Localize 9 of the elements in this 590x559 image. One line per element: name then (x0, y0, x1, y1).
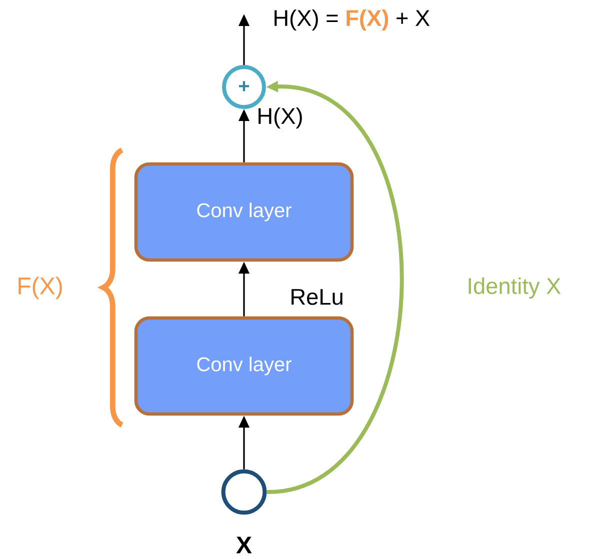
input-label: X (236, 536, 252, 554)
input-circle (221, 469, 267, 515)
layer-box: Conv layer (134, 316, 354, 416)
edge-label: H(X) (258, 107, 302, 129)
layer-box: Conv layer (134, 162, 354, 262)
edge-label: H(X) = F(X) + X (274, 9, 430, 31)
brace-label: F(X) (18, 276, 62, 300)
edge-label: Identity X (468, 277, 561, 299)
edge-label: ReLu (292, 289, 342, 305)
